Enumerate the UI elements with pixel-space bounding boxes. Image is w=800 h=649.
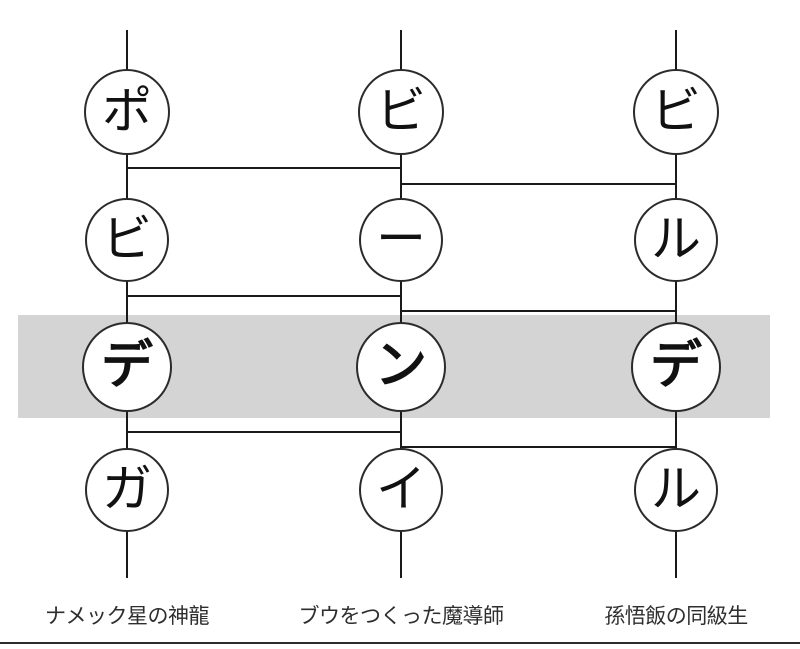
letter-glyph: ビ [376,82,426,140]
column-2-stem-3-4 [400,410,402,450]
clue-label-column-1: ナメック星の神龍 [45,604,210,628]
clue-label-column-3: 孫悟飯の同級生 [604,604,748,628]
letter-glyph: ル [651,460,701,518]
column-2-stem-top [400,30,402,71]
letter-node-c1-r3[interactable]: デ [82,322,172,412]
letter-glyph: デ [649,336,702,396]
letter-node-c2-r3[interactable]: ン [356,322,446,412]
connector-6 [401,446,676,448]
column-2-stem-2-3 [400,280,402,324]
letter-glyph: ガ [102,460,152,518]
letter-node-c1-r4[interactable]: ガ [85,448,169,532]
letter-node-c1-r1[interactable]: ポ [84,69,170,155]
column-1-stem-1-2 [126,153,128,200]
column-1-stem-top [126,30,128,71]
column-2-stem-bottom [400,530,402,578]
bottom-divider [0,642,800,644]
letter-glyph: ビ [651,82,701,140]
letter-node-c1-r2[interactable]: ビ [85,198,169,282]
letter-node-c2-r4[interactable]: イ [359,448,443,532]
column-1-stem-2-3 [126,280,128,324]
letter-node-c2-r1[interactable]: ビ [358,69,444,155]
column-1-stem-3-4 [126,410,128,450]
letter-node-c3-r1[interactable]: ビ [633,69,719,155]
letter-glyph: イ [376,460,426,518]
connector-2 [401,183,676,185]
column-3-stem-top [675,30,677,71]
column-3-stem-3-4 [675,410,677,450]
column-2-stem-1-2 [400,153,402,200]
letter-node-c2-r2[interactable]: ー [359,198,443,282]
connector-4 [401,310,676,312]
connector-3 [127,295,401,297]
letter-node-c3-r4[interactable]: ル [634,448,718,532]
connector-1 [127,167,401,169]
letter-node-c3-r3[interactable]: デ [631,322,721,412]
clue-label-column-2: ブウをつくった魔導師 [298,604,505,628]
letter-glyph: ン [374,336,427,396]
letter-node-c3-r2[interactable]: ル [634,198,718,282]
column-1-stem-bottom [126,530,128,578]
column-3-stem-bottom [675,530,677,578]
column-3-stem-2-3 [675,280,677,324]
connector-5 [127,431,401,433]
letter-glyph: デ [100,336,153,396]
column-3-stem-1-2 [675,153,677,200]
letter-glyph: ビ [102,210,152,268]
letter-glyph: ル [651,210,701,268]
letter-glyph: ポ [102,82,152,140]
letter-glyph: ー [376,210,426,268]
